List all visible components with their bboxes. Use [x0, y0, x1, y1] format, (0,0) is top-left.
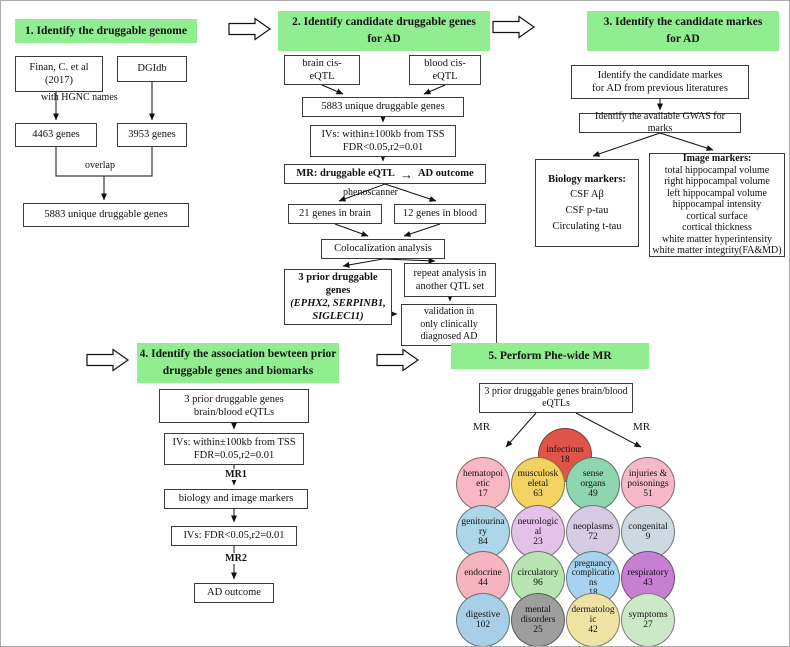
- category-count: 96: [533, 578, 543, 588]
- step4-header: 4. Identify the association bewteen prio…: [137, 343, 339, 383]
- mr-analysis-left: MR: druggable eQTL: [296, 168, 395, 180]
- category-label: injuries & poisonings: [627, 468, 669, 489]
- prior-genes-title: 3 prior druggable genes: [298, 271, 378, 296]
- category-count: 51: [643, 489, 653, 500]
- block-arrow-3-4: [86, 348, 130, 372]
- prior-genes-eqtl-box-s4: 3 prior druggable genes brain/blood eQTL…: [159, 389, 309, 423]
- finan-source-box: Finan, C. et al (2017): [15, 56, 103, 92]
- image-markers-items: total hippocampal volume right hippocamp…: [652, 164, 782, 257]
- category-circle-digestive: digestive 102: [456, 593, 510, 646]
- ivs-criteria-box-s4: IVs: within±100kb from TSS FDR=0.05,r2=0…: [164, 433, 304, 465]
- genes-3953-box: 3953 genes: [117, 123, 187, 147]
- category-circle-genitourinary: genitourinary 84: [456, 505, 510, 559]
- mr-analysis-right: AD outcome: [417, 168, 474, 180]
- category-circle-neoplasms: neoplasms 72: [566, 505, 620, 559]
- ivs-criteria-box-s2: IVs: within±100kb from TSS FDR<0.05,r2=0…: [310, 125, 456, 157]
- category-label: neoplasms: [572, 521, 614, 532]
- category-count: 72: [588, 532, 598, 542]
- biology-markers-items: CSF Aβ CSF p-tau Circulating t-tau: [552, 189, 622, 232]
- image-markers-title: Image markers:: [682, 153, 752, 165]
- block-arrow-4-5: [376, 348, 420, 372]
- literature-box: Identify the candidate markes for AD fro…: [571, 65, 749, 99]
- category-circle-injuries: injuries & poisonings 51: [621, 457, 675, 511]
- repeat-analysis-box: repeat analysis in another QTL set: [404, 263, 496, 297]
- category-count: 23: [533, 537, 543, 548]
- category-label: infectious: [546, 444, 584, 455]
- category-count: 44: [478, 578, 488, 588]
- mr2-label: MR2: [220, 553, 252, 564]
- category-count: 84: [478, 537, 488, 548]
- category-count: 25: [533, 625, 543, 636]
- arrow-right-icon: →: [399, 166, 413, 182]
- category-count: 17: [478, 489, 488, 500]
- unique-genes-box-s2: 5883 unique druggable genes: [302, 97, 464, 117]
- overlap-label: overlap: [85, 160, 115, 171]
- category-count: 18: [588, 586, 598, 597]
- hgnc-label: with HGNC names: [41, 92, 118, 103]
- block-arrow-2-3: [492, 15, 536, 39]
- validation-box: validation in only clinically diagnosed …: [401, 304, 497, 346]
- mr-right-label: MR: [633, 421, 651, 433]
- category-count: 49: [588, 489, 598, 500]
- category-label: respiratory: [627, 567, 669, 578]
- prior-genes-box: 3 prior druggable genes (EPHX2, SERPINB1…: [284, 269, 392, 325]
- mr-analysis-box: MR: druggable eQTL → AD outcome: [284, 164, 486, 184]
- category-label: sense organs: [580, 468, 606, 489]
- category-label: hematopoietic: [462, 468, 504, 489]
- category-count: 102: [475, 620, 491, 630]
- ivs-fdr-box: IVs: FDR<0.05,r2=0.01: [171, 526, 297, 546]
- step1-header: 1. Identify the druggable genome: [15, 19, 197, 43]
- image-markers-box: Image markers: total hippocampal volume …: [649, 153, 785, 257]
- category-label: dermatologic: [571, 604, 615, 625]
- step2-header: 2. Identify candidate druggable genes fo…: [278, 11, 490, 51]
- biology-markers-title: Biology markers:: [548, 173, 626, 185]
- gwas-box: Identify the available GWAS for marks: [579, 111, 741, 134]
- category-label: pregnancy complications: [571, 557, 615, 587]
- category-label: circulatory: [517, 567, 559, 578]
- prior-genes-names: (EPHX2, SERPINB1, SIGLEC11): [290, 298, 386, 323]
- brain-eqtl-box: brain cis- eQTL: [284, 55, 360, 85]
- category-count: 43: [643, 578, 653, 588]
- blood-eqtl-box: blood cis- eQTL: [409, 55, 481, 85]
- category-circle-symptoms: symptoms 27: [621, 593, 675, 646]
- ad-outcome-box: AD outcome: [194, 583, 274, 603]
- category-label: musculoskeletal: [517, 468, 559, 489]
- genes-brain-box: 21 genes in brain: [288, 204, 382, 224]
- category-count: 63: [533, 489, 543, 500]
- category-circle-neurological: neurological 23: [511, 505, 565, 559]
- genes-blood-box: 12 genes in blood: [394, 204, 486, 224]
- category-label: genitourinary: [461, 516, 505, 537]
- category-label: endocrine: [464, 567, 502, 578]
- category-label: mental disorders: [520, 604, 556, 625]
- bio-image-markers-box: biology and image markers: [164, 489, 308, 509]
- category-circle-hematopoietic: hematopoietic 17: [456, 457, 510, 511]
- category-circle-dermatologic: dermatologic 42: [566, 593, 620, 646]
- category-count: 27: [643, 620, 653, 630]
- category-count: 42: [588, 625, 598, 636]
- unique-genes-box-s1: 5883 unique druggable genes: [23, 203, 189, 227]
- category-label: digestive: [465, 609, 501, 620]
- category-count: 18: [560, 455, 570, 465]
- category-label: congenital: [628, 521, 668, 532]
- step3-header: 3. Identify the candidate markes for AD: [587, 11, 779, 51]
- category-circle-musculoskeletal: musculoskeletal 63: [511, 457, 565, 511]
- category-count: 9: [645, 532, 651, 542]
- category-label: neurological: [517, 516, 559, 537]
- block-arrow-1-2: [228, 17, 272, 41]
- colocalization-box: Colocalization analysis: [321, 239, 445, 259]
- biology-markers-box: Biology markers: CSF Aβ CSF p-tau Circul…: [535, 159, 639, 247]
- mr-left-label: MR: [473, 421, 491, 433]
- mr1-label: MR1: [220, 469, 252, 480]
- category-circle-sense-organs: sense organs 49: [566, 457, 620, 511]
- dgidb-source-box: DGIdb: [117, 56, 187, 82]
- phenoscanner-label: phenoscanner: [343, 187, 398, 198]
- category-label: symptoms: [628, 609, 668, 620]
- prior-genes-eqtl-box-s5: 3 prior druggable genes brain/blood eQTL…: [479, 383, 633, 413]
- category-circle-mental-disorders: mental disorders 25: [511, 593, 565, 646]
- step5-header: 5. Perform Phe-wide MR: [451, 343, 649, 369]
- genes-4463-box: 4463 genes: [15, 123, 97, 147]
